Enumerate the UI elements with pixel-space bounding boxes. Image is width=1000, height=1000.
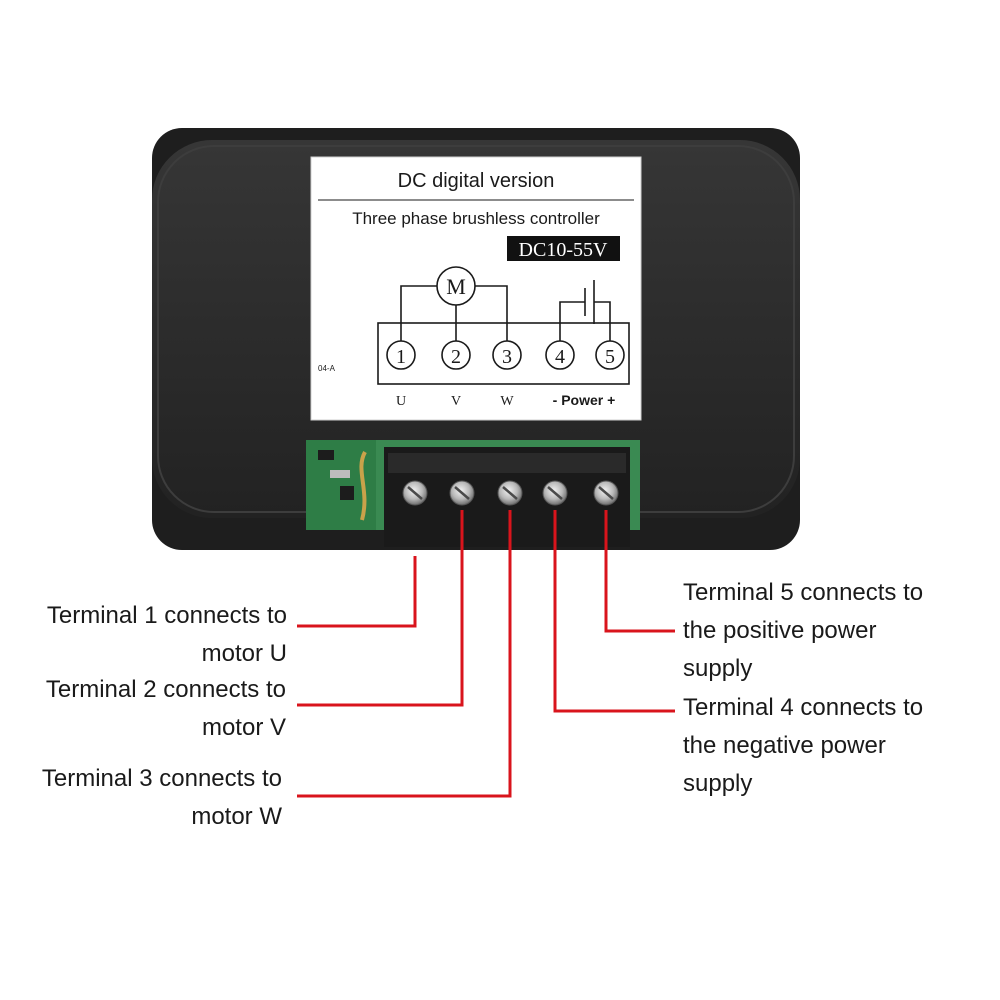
terminal-number-1: 1	[396, 346, 406, 368]
caption-terminal-1-line-2: motor U	[201, 640, 287, 667]
device-label: DC digital version Three phase brushless…	[310, 156, 642, 421]
caption-terminal-5: Terminal 5 connects to the positive powe…	[683, 574, 923, 688]
screw-slot-2	[454, 486, 470, 500]
caption-terminal-2-line-2: motor V	[201, 714, 286, 741]
caption-terminal-2: Terminal 2 connects to motor V	[46, 671, 286, 747]
motor-symbol: M	[446, 274, 466, 299]
terminal-circle-3	[492, 340, 522, 370]
leader-line-terminal-4	[553, 510, 675, 713]
caption-terminal-4-line-1: Terminal 4 connects to	[683, 694, 924, 721]
caption-terminal-5-line-1: Terminal 5 connects to	[683, 579, 924, 606]
caption-terminal-3-line-1: Terminal 3 connects to	[41, 765, 282, 792]
terminal-circle-1	[386, 340, 416, 370]
terminal-circle-5	[595, 340, 625, 370]
caption-terminal-2-line-1: Terminal 2 connects to	[45, 676, 286, 703]
terminal-circle-4	[545, 340, 575, 370]
screw-slot-5	[598, 486, 614, 500]
leader-line-terminal-3	[297, 510, 512, 798]
leader-line-terminal-2	[297, 510, 464, 707]
voltage-badge: DC10-55V	[519, 239, 608, 261]
voltage-badge-bg	[507, 236, 620, 261]
terminal-number-2: 2	[451, 346, 461, 368]
leader-line-terminal-1	[297, 556, 417, 628]
caption-terminal-1: Terminal 1 connects to motor U	[47, 597, 287, 673]
screw-slot-3	[502, 486, 518, 500]
caption-terminal-3-line-2: motor W	[191, 803, 282, 830]
screw-slot-1	[407, 486, 423, 500]
caption-terminal-5-line-3: supply	[683, 655, 753, 682]
label-title: DC digital version	[398, 170, 555, 192]
phase-letter-u: U	[396, 394, 406, 409]
caption-terminal-5-line-2: the positive power	[683, 617, 877, 644]
caption-terminal-4-line-3: supply	[683, 770, 753, 797]
terminal-number-3: 3	[502, 346, 512, 368]
caption-terminal-1-line-1: Terminal 1 connects to	[46, 602, 287, 629]
phase-letter-w: W	[500, 394, 514, 409]
power-label: - Power +	[553, 392, 616, 408]
terminal-circles: 1 2 3 4 5	[386, 340, 625, 370]
label-subtitle: Three phase brushless controller	[352, 209, 600, 228]
caption-terminal-4-line-2: the negative power	[683, 732, 886, 759]
wiring-schematic	[377, 266, 630, 385]
model-code: 04-A	[318, 364, 336, 373]
leader-line-terminal-5	[604, 510, 675, 633]
caption-terminal-3: Terminal 3 connects to motor W	[42, 760, 282, 836]
caption-terminal-4: Terminal 4 connects to the negative powe…	[683, 689, 923, 803]
leader-lines	[297, 510, 675, 798]
phase-letter-v: V	[451, 394, 461, 409]
terminal-number-5: 5	[605, 346, 615, 368]
terminal-screws	[402, 480, 619, 506]
terminal-number-4: 4	[555, 346, 565, 368]
terminal-circle-2	[441, 340, 471, 370]
phase-letters: U V W	[396, 394, 514, 409]
screw-slot-4	[547, 486, 563, 500]
